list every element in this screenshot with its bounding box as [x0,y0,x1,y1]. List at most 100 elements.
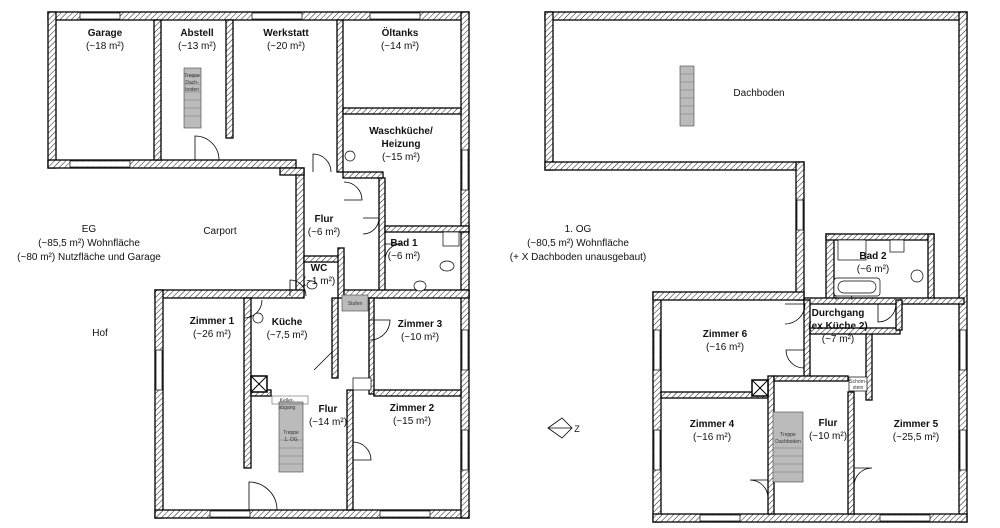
compass-label: Z [574,424,580,434]
svg-text:(~14 m²): (~14 m²) [381,41,419,52]
svg-text:Treppe: Treppe [283,430,299,436]
stairs-og [271,395,309,473]
door-swing-icon [194,135,220,161]
room-zimmer2: Zimmer 2 [390,403,435,414]
eg-summary-line1: (~85,5 m²) Wohnfläche [38,238,140,249]
svg-text:(~25,5 m²): (~25,5 m²) [893,432,939,443]
stairs-dachboden [183,67,202,129]
room-flur-unten: Flur [319,404,338,415]
room-werkstatt: Werkstatt [263,28,309,39]
door-swing-icon [877,303,897,323]
eg-fixtures [183,67,460,473]
north-arrow-icon: Z [547,417,580,439]
svg-text:Stufen: Stufen [348,301,363,307]
toilet-icon [413,280,427,292]
svg-text:(~7 m²): (~7 m²) [822,334,855,345]
og-windows [653,199,967,522]
toilet-icon [306,280,318,290]
svg-text:1. OG: 1. OG [284,437,297,443]
svg-text:(~6 m²): (~6 m²) [857,264,890,275]
stufen-block [341,294,369,312]
og-summary-title: 1. OG [565,224,592,235]
eg-doors [194,135,402,511]
svg-text:(~7,5 m²): (~7,5 m²) [267,330,308,341]
door-swing-icon [384,243,402,261]
svg-text:Treppe: Treppe [780,432,796,438]
door-swing-icon [749,479,769,499]
chimney-icon [751,379,769,397]
room-dachboden: Dachboden [733,88,784,99]
svg-text:(~13 m²): (~13 m²) [178,41,216,52]
door-swing-icon [312,153,332,173]
room-zimmer5: Zimmer 5 [894,419,939,430]
sink-icon [837,239,867,261]
door-swing-icon [362,217,380,235]
area-carport: Carport [203,226,237,237]
door-swing-icon [785,349,805,369]
svg-text:(~10 m²): (~10 m²) [401,332,439,343]
svg-text:(~10 m²): (~10 m²) [809,431,847,442]
room-bad2: Bad 2 [859,251,887,262]
svg-text:(~14 m²): (~14 m²) [309,417,347,428]
room-zimmer1: Zimmer 1 [190,316,235,327]
room-waschkueche: Waschküche/ [369,126,433,137]
door-swing-icon [784,303,806,325]
room-bad1: Bad 1 [390,238,418,249]
svg-text:Dach-: Dach- [185,80,199,86]
svg-text:(~16 m²): (~16 m²) [693,432,731,443]
area-hof: Hof [92,328,108,339]
door-swing-icon [248,481,278,511]
svg-text:(~20 m²): (~20 m²) [267,41,305,52]
door-swing-icon [343,181,363,201]
room-kueche: Küche [272,317,303,328]
sink-icon [344,150,356,162]
eg-labels: Garage (~18 m²) Abstell (~13 m²) Werksta… [17,26,443,443]
toilet-icon [439,260,455,272]
room-durchgang: Durchgang [812,308,865,319]
stairs-dachboden-og [679,65,695,127]
svg-text:(~18 m²): (~18 m²) [86,41,124,52]
og-summary-line2: (+ X Dachboden unausgebaut) [510,252,647,263]
door-swing-icon [313,351,333,371]
svg-text:(~15 m²): (~15 m²) [393,416,431,427]
door-swing-icon [853,467,873,487]
svg-text:stein: stein [853,385,864,391]
room-zimmer6: Zimmer 6 [703,329,748,340]
svg-text:Dachboden: Dachboden [775,439,801,445]
svg-text:(~6 m²): (~6 m²) [388,251,421,262]
svg-text:abgang: abgang [279,405,296,411]
room-wc: WC [311,263,328,274]
toilet-icon [910,269,924,283]
eg-windows [69,12,469,518]
svg-text:(~26 m²): (~26 m²) [193,329,231,340]
svg-text:Heizung: Heizung [382,139,421,150]
sink-icon [442,231,460,247]
chimney-icon [250,375,268,393]
eg-walls [47,11,470,519]
svg-text:Keller-: Keller- [280,398,295,404]
stairs-og-dachboden [772,411,804,483]
og-walls [544,11,968,523]
svg-text:(~15 m²): (~15 m²) [382,152,420,163]
og-summary-line1: (~80,5 m²) Wohnfläche [527,238,629,249]
eg-summary-line2: (~80 m²) Nutzfläche und Garage [17,252,161,263]
room-flur-oben: Flur [315,214,334,225]
door-swing-icon [289,279,307,297]
svg-text:(~6 m²): (~6 m²) [308,227,341,238]
eg-summary-title: EG [82,224,97,235]
svg-text:boden: boden [185,87,199,93]
svg-text:(ex Küche 2): (ex Küche 2) [808,321,867,332]
room-flur-og: Flur [819,418,838,429]
door-swing-icon [352,441,372,461]
sink-icon [252,312,264,324]
svg-text:Schorn-: Schorn- [849,379,867,385]
door-swing-icon [369,319,391,341]
bathtub-icon [833,277,881,297]
svg-text:Treppe: Treppe [184,73,200,79]
og-labels: Dachboden 1. OG (~80,5 m²) Wohnfläche (+… [510,88,939,445]
room-abstell: Abstell [180,28,214,39]
svg-text:(~16 m²): (~16 m²) [706,342,744,353]
svg-text:(~1 m²): (~1 m²) [303,276,336,287]
room-garage: Garage [88,28,123,39]
